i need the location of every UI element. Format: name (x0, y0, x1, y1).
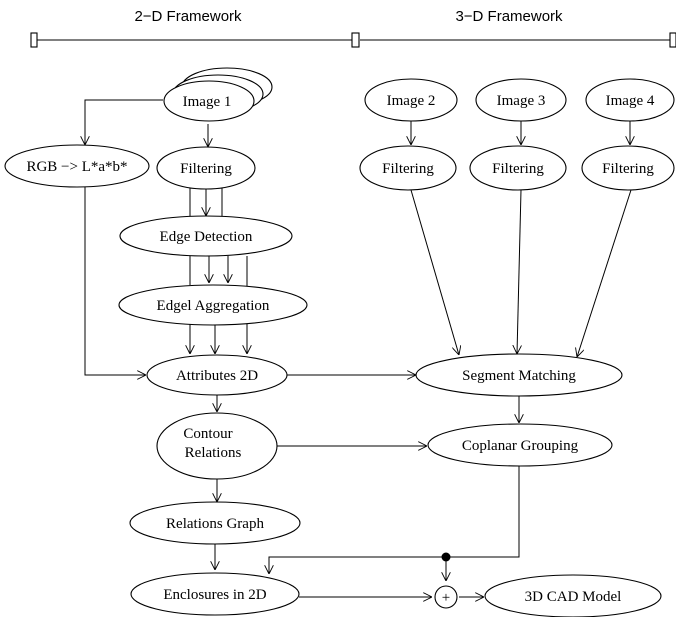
node-coplanar-grouping: Coplanar Grouping (427, 423, 613, 467)
edge-filtering3-segment (517, 189, 521, 354)
edge-merge-enclosures (269, 556, 446, 574)
node-edge-detection: Edge Detection (119, 215, 293, 257)
timeline-end-marker (669, 32, 676, 48)
node-attributes-2d-label: Attributes 2D (176, 368, 258, 384)
node-filtering3-label: Filtering (492, 161, 544, 177)
node-relations-graph: Relations Graph (129, 501, 301, 545)
node-3d-cad-model: 3D CAD Model (484, 574, 662, 617)
node-enclosures-2d-label: Enclosures in 2D (163, 587, 266, 603)
node-image2-label: Image 2 (387, 93, 436, 109)
node-rgb-label: RGB −> L*a*b* (26, 159, 127, 175)
connectors (84, 99, 632, 597)
edge-filtering2-segment (410, 189, 459, 355)
node-enclosures-2d: Enclosures in 2D (130, 572, 300, 616)
edge-filtering4-segment (577, 189, 632, 357)
node-3d-cad-model-label: 3D CAD Model (525, 589, 622, 605)
edge-rgb-attr (84, 187, 146, 375)
node-filtering1: Filtering (156, 146, 256, 190)
node-contour-relations: Contour Relations (156, 412, 278, 480)
node-filtering2-label: Filtering (382, 161, 434, 177)
node-image3: Image 3 (475, 78, 567, 122)
node-image4: Image 4 (585, 78, 675, 122)
timeline-start-marker (30, 32, 38, 48)
node-filtering4: Filtering (581, 145, 675, 191)
node-attributes-2d: Attributes 2D (146, 354, 288, 396)
node-edge-detection-label: Edge Detection (160, 229, 253, 245)
node-image4-label: Image 4 (606, 93, 655, 109)
node-image1-label: Image 1 (183, 94, 232, 110)
node-segment-matching-label: Segment Matching (462, 368, 576, 384)
timeline-mid-marker (351, 32, 360, 48)
node-coplanar-grouping-label: Coplanar Grouping (462, 438, 579, 454)
edge-coplanar-merge (446, 466, 520, 558)
node-contour-relations-label-2: Relations (185, 445, 242, 461)
node-relations-graph-label: Relations Graph (166, 516, 264, 532)
merge-dot (441, 552, 451, 562)
node-rgb-lab: RGB −> L*a*b* (4, 144, 150, 188)
node-image2: Image 2 (364, 78, 458, 122)
node-image1 (163, 80, 255, 122)
plus-symbol: + (442, 590, 450, 606)
node-filtering3: Filtering (469, 145, 567, 191)
node-edgel-aggregation-label: Edgel Aggregation (157, 298, 270, 314)
node-filtering1-label: Filtering (180, 161, 232, 177)
plus-junction: + (434, 585, 458, 609)
framework-timeline: 2−D Framework 3−D Framework (30, 8, 676, 48)
edge-image1-rgb (85, 99, 163, 145)
node-segment-matching: Segment Matching (415, 353, 623, 397)
node-edgel-aggregation: Edgel Aggregation (118, 284, 308, 326)
framework-3d-label: 3−D Framework (455, 8, 563, 25)
node-filtering4-label: Filtering (602, 161, 654, 177)
node-image1-stack: Image 1 (163, 67, 273, 122)
node-contour-relations-label-1: Contour (183, 426, 232, 442)
node-filtering2: Filtering (359, 145, 457, 191)
framework-2d-label: 2−D Framework (134, 8, 242, 25)
node-image3-label: Image 3 (497, 93, 546, 109)
